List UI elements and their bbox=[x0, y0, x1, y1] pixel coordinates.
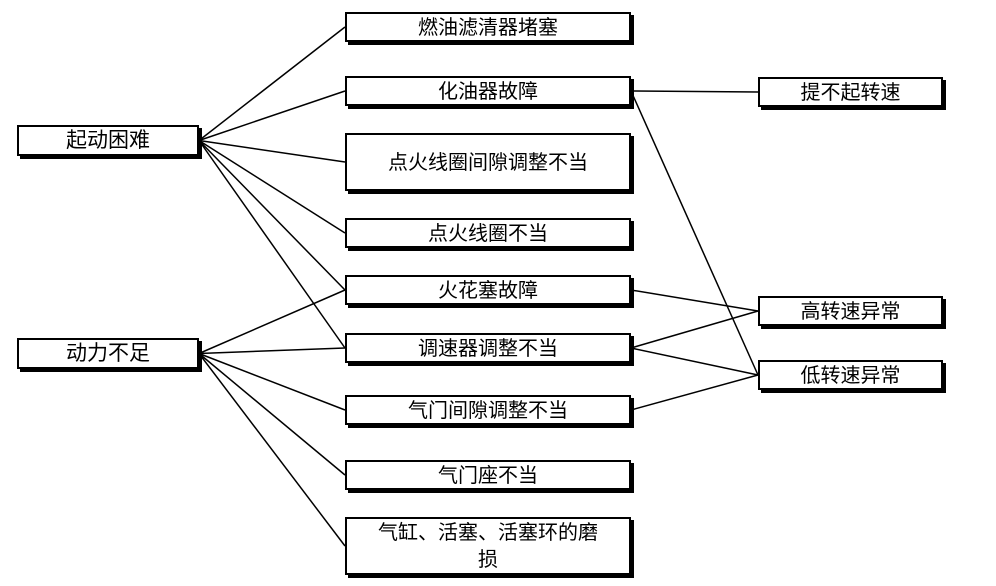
connector-carburetor-to-no_speed_up bbox=[630, 90, 759, 93]
connector-spark_plug-to-high_speed_abnormal bbox=[630, 289, 759, 312]
node-coil-gap: 点火线圈间隙调整不当 bbox=[345, 133, 631, 191]
connector-power_lack-to-cylinder_wear bbox=[198, 353, 346, 547]
connector-valve_gap-to-low_speed_abnormal bbox=[630, 374, 759, 411]
connector-start_difficulty-to-fuel_filter bbox=[198, 26, 346, 142]
connector-power_lack-to-valve_gap bbox=[198, 352, 346, 411]
node-start-difficulty: 起动困难 bbox=[17, 125, 199, 156]
node-coil: 点火线圈不当 bbox=[345, 218, 631, 248]
node-power-lack: 动力不足 bbox=[17, 338, 199, 369]
node-valve-gap: 气门间隙调整不当 bbox=[345, 395, 631, 425]
connector-power_lack-to-spark_plug bbox=[198, 289, 346, 355]
node-cylinder-wear: 气缸、活塞、活塞环的磨损 bbox=[345, 517, 631, 575]
connector-start_difficulty-to-carburetor bbox=[198, 90, 346, 142]
connector-start_difficulty-to-coil_gap bbox=[198, 139, 346, 163]
node-valve-seat: 气门座不当 bbox=[345, 460, 631, 490]
connector-carburetor-to-low_speed_abnormal bbox=[630, 90, 759, 376]
node-low-speed-abnormal: 低转速异常 bbox=[758, 360, 943, 390]
node-high-speed-abnormal: 高转速异常 bbox=[758, 296, 943, 326]
connector-power_lack-to-valve_seat bbox=[198, 352, 346, 476]
node-fuel-filter: 燃油滤清器堵塞 bbox=[345, 12, 631, 42]
node-carburetor: 化油器故障 bbox=[345, 76, 631, 106]
connector-start_difficulty-to-coil bbox=[198, 139, 346, 234]
connector-governor-to-low_speed_abnormal bbox=[630, 347, 759, 376]
node-governor: 调速器调整不当 bbox=[345, 333, 631, 363]
connector-governor-to-high_speed_abnormal bbox=[630, 310, 759, 349]
connector-start_difficulty-to-governor bbox=[198, 140, 346, 349]
node-spark-plug: 火花塞故障 bbox=[345, 275, 631, 305]
connector-start_difficulty-to-spark_plug bbox=[198, 139, 346, 291]
node-no-speed-up: 提不起转速 bbox=[758, 77, 943, 107]
connector-power_lack-to-governor bbox=[198, 347, 346, 355]
